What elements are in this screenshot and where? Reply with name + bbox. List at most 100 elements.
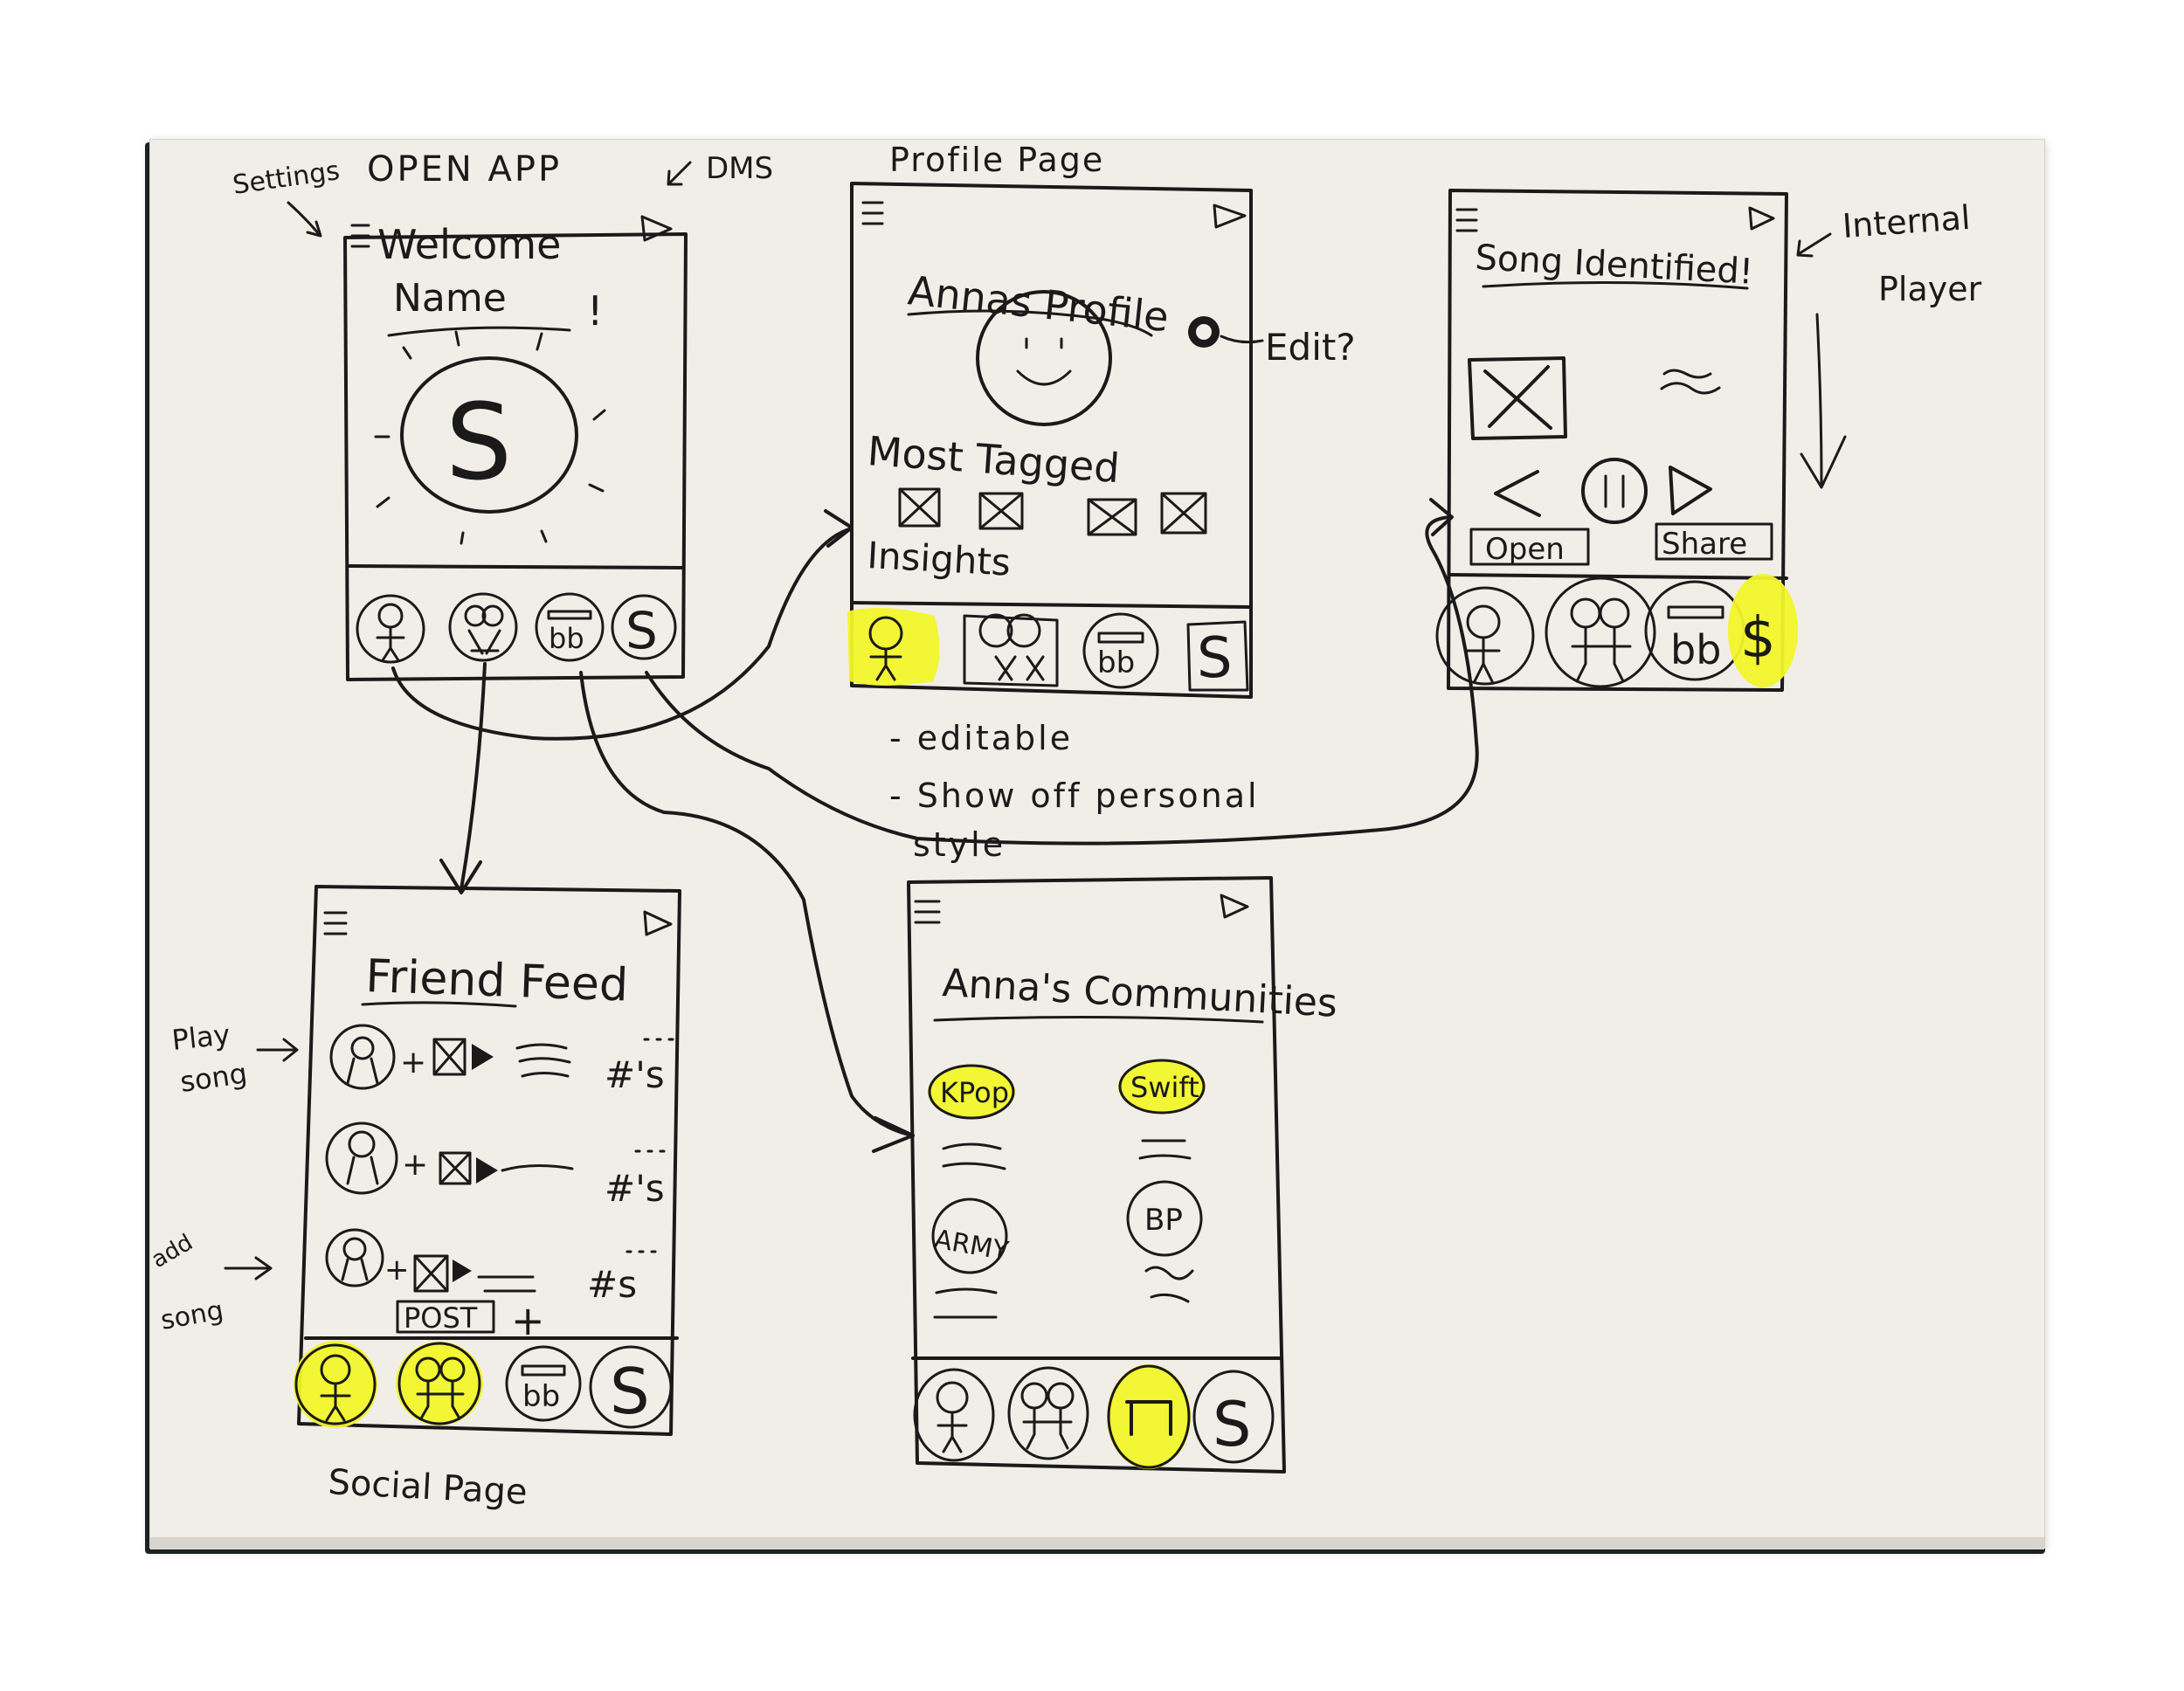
home-nav-profile[interactable] [356, 594, 425, 664]
community-swift[interactable]: Swift [1118, 1059, 1206, 1160]
player-frame [1447, 189, 1788, 692]
home-nav-shazam[interactable]: S [611, 594, 677, 660]
arrow-home-to-communities [579, 671, 915, 1137]
feed-row-3[interactable]: + #s [325, 1228, 657, 1306]
feed-row-2-song [439, 1151, 472, 1185]
profile-send-icon[interactable] [1213, 204, 1247, 229]
player-nav-profile[interactable] [1435, 586, 1535, 686]
feed-send-icon[interactable] [643, 910, 673, 936]
svg-text:Share: Share [1662, 527, 1747, 562]
feed-row-3-play-icon[interactable] [453, 1260, 472, 1282]
most-tagged-thumbnails [898, 487, 1207, 536]
settings-arrow [287, 201, 321, 236]
home-exclaim: ! [587, 287, 603, 335]
feed-nav-shazam[interactable]: S [589, 1345, 673, 1429]
home-nav-music[interactable]: bb [535, 592, 605, 662]
svg-text:bb: bb [549, 622, 584, 655]
profile-nav-music[interactable]: bb [1082, 612, 1159, 689]
communities-nav-social[interactable] [1007, 1366, 1089, 1460]
player-next-button[interactable] [1669, 466, 1712, 515]
feed-row-2[interactable]: + #'s [325, 1122, 666, 1210]
svg-text:bb: bb [1097, 645, 1135, 680]
play-annotation: Play [170, 1018, 232, 1057]
add-song-annotation: song [158, 1295, 225, 1336]
scroll-down-arrow [1815, 313, 1823, 487]
home-send-icon[interactable] [640, 215, 673, 242]
arrow-home-to-profile [391, 527, 854, 741]
tagged-thumb-3[interactable] [1087, 498, 1137, 536]
feed-row-1-caption [515, 1043, 571, 1078]
communities-menu-icon[interactable] [914, 900, 941, 924]
communities-nav-profile[interactable] [913, 1368, 995, 1462]
feed-row-3-song [413, 1254, 449, 1293]
player-send-icon[interactable] [1748, 206, 1775, 231]
communities-send-icon[interactable] [1220, 894, 1249, 919]
edit-annotation: Edit? [1265, 326, 1356, 369]
arrow-home-to-player-head [1429, 498, 1454, 536]
player-open-button[interactable]: Open [1469, 528, 1590, 567]
svg-text:S: S [625, 601, 658, 660]
profile-nav-profile[interactable] [847, 608, 940, 686]
feed-row-2-play-icon[interactable] [476, 1157, 498, 1184]
player-nav-social[interactable] [1545, 576, 1656, 688]
communities-nav-music[interactable] [1107, 1364, 1191, 1469]
svg-text:KPop: KPop [940, 1076, 1009, 1109]
player-pause-button[interactable] [1581, 458, 1648, 524]
feed-post-button[interactable]: POST [396, 1300, 495, 1335]
player-screen: Song Identified! Open Share [1435, 189, 1798, 692]
home-logo-circle[interactable] [400, 356, 578, 514]
feed-menu-icon[interactable] [323, 911, 348, 935]
player-share-button[interactable]: Share [1655, 522, 1773, 562]
flow-arrows [391, 498, 1479, 1153]
profile-frame [850, 182, 1253, 699]
tagged-thumb-2[interactable] [978, 492, 1024, 530]
feed-nav-social[interactable] [396, 1342, 483, 1425]
feed-row-2-tags: #'s [605, 1167, 665, 1210]
communities-nav-shazam[interactable]: S [1192, 1370, 1275, 1464]
settings-arrowhead [306, 220, 322, 238]
feed-row-3-caption [477, 1275, 536, 1293]
community-army[interactable]: ARMY [931, 1198, 1012, 1319]
player-prev-button[interactable] [1494, 470, 1541, 517]
profile-nav-shazam[interactable]: S [1186, 620, 1249, 692]
profile-menu-icon[interactable] [861, 201, 884, 225]
community-bp[interactable]: BP [1126, 1180, 1203, 1303]
svg-text:Open: Open [1485, 532, 1565, 567]
community-kpop[interactable]: KPop [928, 1064, 1015, 1170]
feed-nav-profile[interactable] [294, 1341, 377, 1428]
profile-page-annotation: Profile Page [889, 141, 1104, 179]
player-nav-shazam[interactable]: $ [1728, 574, 1798, 687]
player-menu-icon[interactable] [1455, 208, 1478, 232]
svg-text:bb: bb [1670, 626, 1721, 673]
home-name-title: Name [393, 276, 507, 321]
svg-text:S: S [1197, 626, 1233, 691]
communities-title: Anna's Communities [941, 961, 1338, 1026]
svg-text:+: + [384, 1253, 410, 1287]
feed-row-1[interactable]: + #'s [329, 1024, 674, 1096]
scroll-down-arrowhead [1800, 435, 1847, 489]
tagged-thumb-1[interactable] [898, 487, 941, 528]
home-frame [343, 232, 688, 681]
feed-row-1-play-icon[interactable] [472, 1044, 494, 1070]
player-nav-divider [1448, 573, 1788, 580]
communities-nav-bar: S [913, 1364, 1275, 1469]
play-song-annotation: song [178, 1057, 249, 1099]
tagged-thumb-4[interactable] [1160, 492, 1207, 535]
home-menu-icon[interactable] [350, 224, 370, 248]
note-show-off: - Show off personal [889, 776, 1260, 815]
communities-title-underline [933, 1015, 1264, 1024]
edit-connector [1220, 335, 1264, 344]
home-nav-social[interactable] [448, 592, 518, 662]
feed-nav-music[interactable]: bb [505, 1345, 582, 1422]
player-album-art [1468, 356, 1567, 440]
home-logo-letter: S [446, 383, 512, 504]
arrow-home-to-communities-head [872, 1116, 915, 1153]
home-title-underline [387, 326, 571, 337]
svg-text:POST: POST [404, 1301, 478, 1335]
feed-add-song-button[interactable]: + [511, 1297, 545, 1344]
profile-title-underline [907, 309, 1153, 337]
profile-nav-social[interactable] [963, 613, 1059, 687]
settings-annotation: Settings [231, 155, 342, 201]
player-nav-bar: bb $ [1435, 574, 1798, 688]
